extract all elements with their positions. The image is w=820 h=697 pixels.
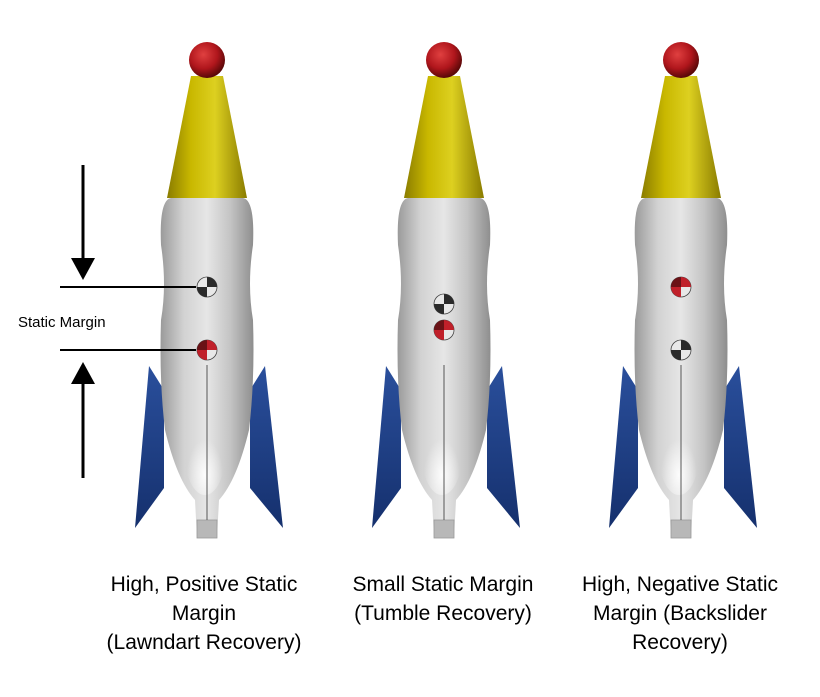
marker-quadrant	[444, 320, 454, 330]
caption-line: (Tumble Recovery)	[354, 602, 532, 625]
down-arrowhead	[71, 258, 95, 280]
right-fin	[250, 366, 283, 528]
body-highlight	[422, 415, 462, 495]
marker-quadrant	[207, 277, 217, 287]
static-margin-annotation	[60, 165, 196, 478]
center-of-gravity-marker	[196, 276, 218, 298]
marker-quadrant	[207, 340, 217, 350]
center-of-pressure-marker	[670, 276, 692, 298]
nozzle	[670, 519, 692, 539]
nose-cone	[404, 76, 484, 198]
marker-quadrant	[671, 350, 681, 360]
center-of-pressure-marker	[433, 319, 455, 341]
caption-line: Recovery)	[632, 631, 728, 654]
rocket-positive-margin	[135, 42, 283, 539]
marker-quadrant	[434, 330, 444, 340]
left-fin	[135, 366, 164, 528]
caption-line: Small Static Margin	[352, 573, 534, 596]
caption-positive-margin: High, Positive Static Margin (Lawndart R…	[84, 570, 324, 657]
marker-quadrant	[197, 287, 207, 297]
caption-line: Margin	[171, 602, 237, 625]
caption-negative-margin: High, Negative Static Margin (Backslider…	[560, 570, 800, 657]
static-margin-label: Static Margin	[18, 314, 106, 331]
marker-quadrant	[444, 294, 454, 304]
marker-quadrant	[434, 320, 444, 330]
caption-line: High, Negative Static	[581, 573, 779, 596]
marker-quadrant	[681, 340, 691, 350]
nose-tip	[426, 42, 462, 78]
left-fin	[609, 366, 638, 528]
caption-line: Margin (Backslider	[593, 602, 767, 625]
right-fin	[724, 366, 757, 528]
nose-tip	[189, 42, 225, 78]
caption-line: High, Positive Static	[110, 573, 298, 596]
rocket-negative-margin	[609, 42, 757, 539]
marker-quadrant	[671, 287, 681, 297]
marker-quadrant	[197, 340, 207, 350]
up-arrowhead	[71, 362, 95, 384]
nose-cone	[641, 76, 721, 198]
marker-quadrant	[681, 277, 691, 287]
nozzle	[196, 519, 218, 539]
marker-quadrant	[671, 277, 681, 287]
marker-quadrant	[434, 304, 444, 314]
nose-cone	[167, 76, 247, 198]
body-highlight	[659, 415, 699, 495]
center-of-gravity-marker	[433, 293, 455, 315]
caption-line: (Lawndart Recovery)	[106, 631, 302, 654]
rocket-small-margin	[372, 42, 520, 539]
nose-tip	[663, 42, 699, 78]
center-of-pressure-marker	[196, 339, 218, 361]
center-of-gravity-marker	[670, 339, 692, 361]
right-fin	[487, 366, 520, 528]
left-fin	[372, 366, 401, 528]
rockets-layer	[135, 42, 757, 539]
body-highlight	[185, 415, 225, 495]
caption-small-margin: Small Static Margin (Tumble Recovery)	[323, 570, 563, 628]
nozzle	[433, 519, 455, 539]
marker-quadrant	[197, 350, 207, 360]
